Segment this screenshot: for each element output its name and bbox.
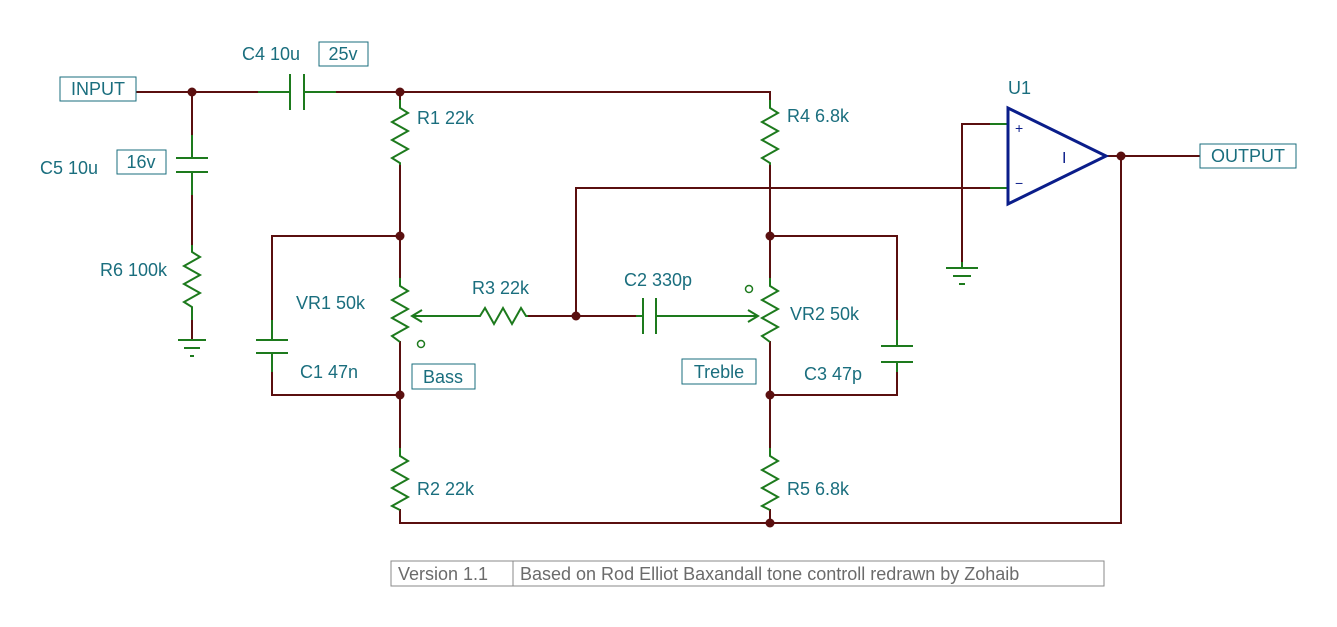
u1-label: U1	[1008, 78, 1031, 98]
ground-symbol-left	[178, 339, 206, 357]
c1-label: C1 47n	[300, 362, 358, 382]
vr1-label: VR1 50k	[296, 293, 366, 313]
r3-label: R3 22k	[472, 278, 530, 298]
ground-symbol-right	[946, 262, 978, 285]
input-port: INPUT	[59, 76, 137, 102]
r1-resistor	[389, 100, 411, 165]
c5-label: C5 10u	[40, 158, 98, 178]
credit-text: Based on Rod Elliot Baxandall tone contr…	[520, 564, 1019, 584]
opamp-plus-sign: +	[1015, 120, 1023, 136]
c4-label: C4 10u	[242, 44, 300, 64]
r2-resistor	[389, 448, 411, 511]
treble-control-box: Treble	[681, 358, 757, 385]
output-port-label: OUTPUT	[1211, 146, 1285, 166]
title-block: Version 1.1 Based on Rod Elliot Baxandal…	[390, 560, 1105, 587]
r6-label: R6 100k	[100, 260, 168, 280]
c5-rating-box: 16v	[116, 149, 167, 175]
c4-capacitor	[258, 74, 336, 110]
r4-label: R4 6.8k	[787, 106, 850, 126]
c2-capacitor	[636, 298, 690, 334]
junction-dots	[187, 87, 1126, 528]
c2-label: C2 330p	[624, 270, 692, 290]
vr2-potentiometer	[690, 278, 781, 343]
vr2-label: VR2 50k	[790, 304, 860, 324]
c1-capacitor	[256, 320, 288, 372]
vr1-potentiometer	[389, 278, 466, 349]
c5-rating: 16v	[126, 152, 155, 172]
r2-label: R2 22k	[417, 479, 475, 499]
r3-resistor	[466, 305, 528, 327]
version-text: Version 1.1	[398, 564, 488, 584]
r5-resistor	[759, 448, 781, 511]
u1-opamp: + − I	[990, 105, 1110, 207]
opamp-minus-sign: −	[1015, 175, 1023, 191]
c5-capacitor	[176, 135, 208, 195]
c3-capacitor	[881, 320, 913, 372]
c4-rating: 25v	[328, 44, 357, 64]
treble-label: Treble	[694, 362, 744, 382]
input-port-label: INPUT	[71, 79, 125, 99]
r4-resistor	[759, 100, 781, 165]
r5-label: R5 6.8k	[787, 479, 850, 499]
r1-label: R1 22k	[417, 108, 475, 128]
bass-control-box: Bass	[411, 363, 476, 390]
c3-label: C3 47p	[804, 364, 862, 384]
opamp-mark: I	[1062, 150, 1066, 167]
output-port: OUTPUT	[1199, 143, 1297, 169]
bass-label: Bass	[423, 367, 463, 387]
wires	[136, 91, 1201, 524]
c4-rating-box: 25v	[318, 41, 369, 67]
r6-resistor	[181, 245, 203, 320]
